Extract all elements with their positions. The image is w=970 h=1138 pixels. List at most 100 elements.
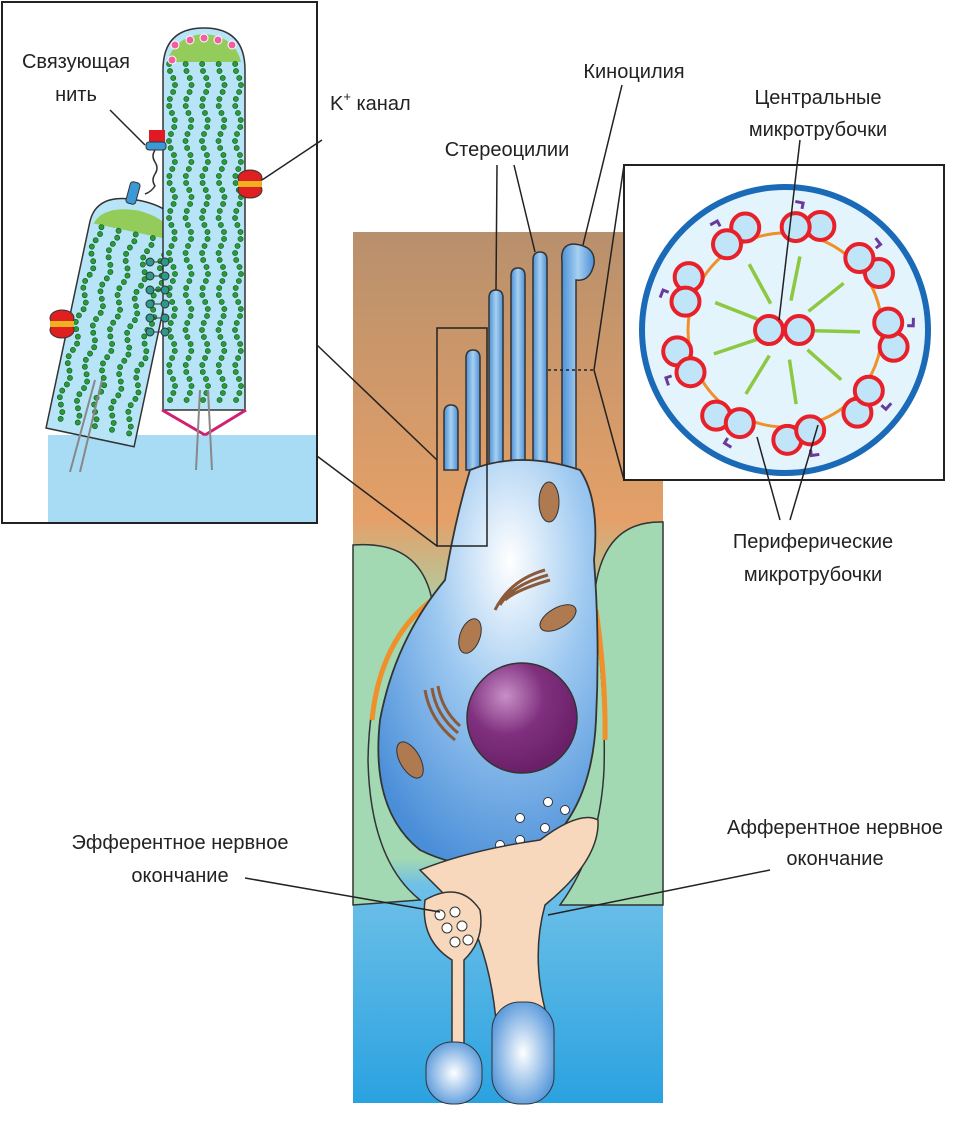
actin-filament xyxy=(199,103,206,109)
vesicle xyxy=(560,805,570,815)
actin-filament xyxy=(92,337,98,344)
actin-filament xyxy=(126,344,133,351)
actin-filament xyxy=(219,376,226,382)
label-peripheral-microtubules: Периферические xyxy=(733,531,893,553)
actin-filament xyxy=(217,131,224,137)
actin-filament xyxy=(186,390,193,396)
actin-filament xyxy=(107,326,113,333)
actin-filament xyxy=(166,103,173,109)
actin-filament xyxy=(108,405,115,412)
actin-filament xyxy=(201,131,207,137)
peripheral-microtubule-a xyxy=(843,242,876,275)
actin-filament xyxy=(166,292,173,298)
actin-filament xyxy=(82,278,89,284)
link-node xyxy=(160,257,170,267)
actin-filament xyxy=(150,306,157,313)
actin-filament xyxy=(166,369,173,375)
actin-filament xyxy=(216,68,223,74)
actin-filament xyxy=(202,110,208,116)
actin-filament xyxy=(141,276,148,283)
actin-filament xyxy=(83,371,90,378)
dynein-arm xyxy=(664,374,673,386)
label-tip-link: Связующая xyxy=(22,51,130,73)
actin-filament xyxy=(219,390,226,396)
actin-filament xyxy=(166,138,172,144)
actin-filament xyxy=(167,320,174,326)
actin-filament xyxy=(204,341,211,347)
actin-filament xyxy=(232,103,239,109)
actin-filament xyxy=(88,243,95,250)
actin-filament xyxy=(218,299,225,305)
actin-filament xyxy=(218,355,225,361)
peripheral-microtubule-a xyxy=(779,211,812,244)
actin-filament xyxy=(204,159,211,165)
nucleus xyxy=(466,662,578,774)
actin-filament xyxy=(93,316,99,322)
actin-filament xyxy=(105,254,112,261)
actin-filament xyxy=(232,285,239,291)
tip-protein xyxy=(170,40,180,50)
actin-filament xyxy=(143,348,150,355)
actin-filament xyxy=(76,312,82,319)
actin-filament xyxy=(232,250,238,256)
radial-spoke xyxy=(714,300,758,321)
radial-spoke xyxy=(789,256,802,301)
actin-filament xyxy=(216,96,223,102)
peripheral-microtubule-a xyxy=(669,285,702,318)
actin-filament xyxy=(172,271,178,277)
actin-filament xyxy=(92,237,99,244)
label-afferent-ending-2: окончание xyxy=(786,848,883,870)
actin-filament xyxy=(169,166,176,172)
actin-filament xyxy=(110,319,117,326)
actin-filament xyxy=(171,159,178,165)
actin-filament xyxy=(234,131,240,137)
actin-filament xyxy=(202,166,209,172)
actin-filament xyxy=(200,145,207,151)
tip-protein xyxy=(185,35,195,45)
actin-filament xyxy=(171,313,177,319)
actin-filament xyxy=(200,68,206,74)
cuticular-plate xyxy=(48,435,316,522)
actin-filament xyxy=(216,180,223,186)
actin-filament xyxy=(215,250,222,256)
actin-filament xyxy=(183,257,190,263)
actin-filament xyxy=(182,292,189,298)
actin-filament xyxy=(204,236,211,242)
actin-filament xyxy=(76,391,83,398)
tip-link-anchor xyxy=(149,130,165,142)
actin-filament xyxy=(218,110,225,116)
actin-filament xyxy=(218,222,224,228)
actin-filament xyxy=(233,257,240,263)
actin-filament xyxy=(215,61,222,67)
actin-filament xyxy=(91,344,98,351)
actin-filament xyxy=(171,229,178,235)
tip-link xyxy=(144,149,158,195)
actin-filament xyxy=(127,402,134,409)
actin-filament xyxy=(114,292,121,298)
actin-filament xyxy=(233,145,240,151)
actin-filament xyxy=(182,138,189,144)
dynein-arm xyxy=(709,219,722,228)
actin-filament xyxy=(114,313,121,320)
actin-filament xyxy=(188,229,194,235)
actin-filament xyxy=(187,313,194,319)
organelles xyxy=(396,481,577,850)
actin-filament xyxy=(98,224,105,231)
actin-filament xyxy=(106,247,112,254)
actin-filament xyxy=(74,340,80,347)
actin-filament xyxy=(201,243,208,249)
actin-filament xyxy=(199,292,206,298)
actin-filament xyxy=(171,306,178,312)
actin-filament xyxy=(109,426,115,433)
actin-filament xyxy=(167,208,174,214)
mitochondrion xyxy=(458,618,482,654)
actin-filament xyxy=(114,234,121,241)
actin-filament xyxy=(236,201,243,207)
golgi xyxy=(423,685,462,742)
link-node xyxy=(145,299,155,309)
actin-filament xyxy=(117,306,123,313)
actin-filament xyxy=(86,271,93,278)
actin-filament xyxy=(134,367,141,374)
actin-filament xyxy=(133,374,140,381)
actin-filament xyxy=(126,430,133,437)
